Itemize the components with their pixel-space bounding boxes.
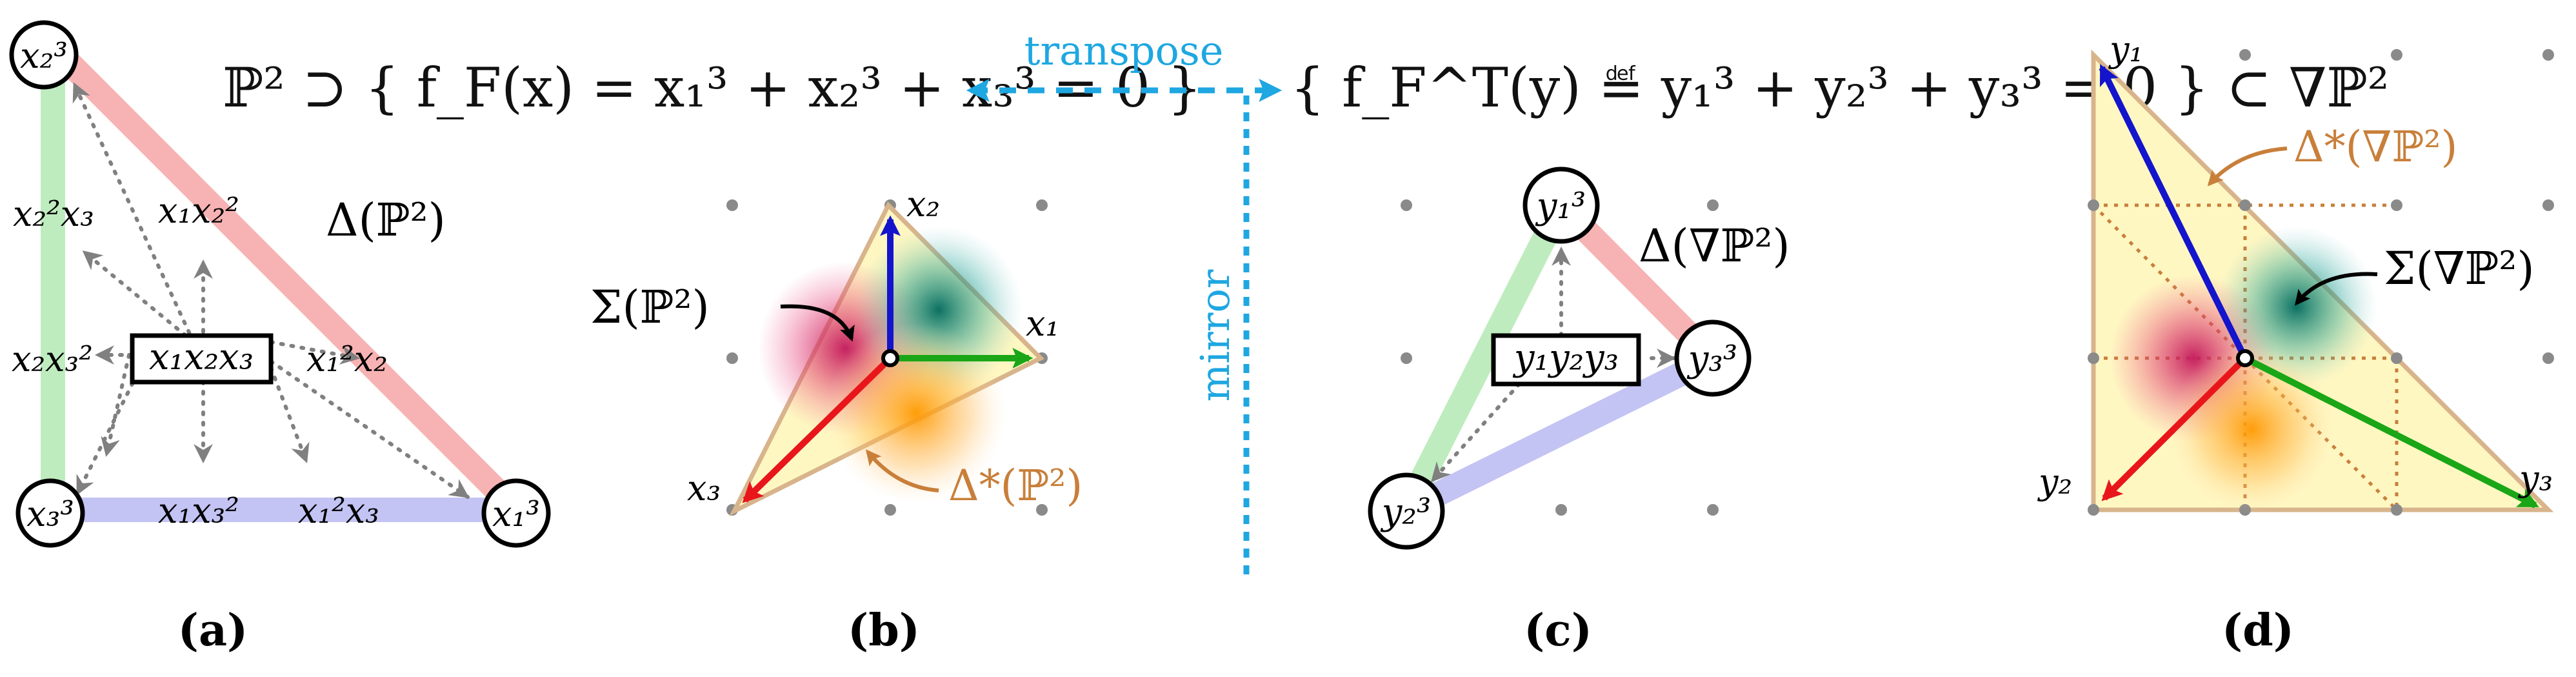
dot bbox=[726, 199, 738, 211]
dotted-arrows-c bbox=[1430, 247, 1676, 483]
dot bbox=[1707, 199, 1719, 211]
center-monomial: x₁x₂x₃ bbox=[149, 336, 254, 378]
panel-c: y₁y₂y₃ y₁³ y₃³ y₂³ Δ(∇ℙ²) (c) bbox=[1368, 167, 1790, 656]
caption-d: (d) bbox=[2222, 605, 2294, 656]
center-monomial-c: y₁y₂y₃ bbox=[1512, 337, 1619, 379]
panel-d: y₁ y₂ y₃ Δ*(∇ℙ²) Σ(∇ℙ²) (d) bbox=[2037, 29, 2554, 656]
dot bbox=[1401, 352, 1412, 364]
dot bbox=[2239, 49, 2251, 61]
arrow-to-y2 bbox=[1430, 382, 1521, 483]
vertex-circle-left bbox=[15, 478, 85, 548]
edge-green-c bbox=[1395, 199, 1572, 516]
dot bbox=[2391, 504, 2402, 516]
dot bbox=[884, 504, 896, 516]
dot bbox=[2542, 49, 2554, 61]
fan-pointer-b bbox=[780, 304, 855, 342]
origin-d bbox=[2236, 349, 2254, 367]
arrow-to-x2-cubed bbox=[72, 82, 195, 344]
lattice-dots-d bbox=[2088, 49, 2554, 516]
dot bbox=[2088, 199, 2099, 211]
vertex-label-y1-cubed: y₁³ bbox=[1535, 185, 1586, 227]
ray-label-y3: y₃ bbox=[2518, 458, 2553, 499]
vertex-label-x2-cubed: x₂³ bbox=[20, 35, 68, 76]
arrow-to-x1sq-x2 bbox=[269, 340, 360, 365]
ray-y2-red bbox=[2101, 356, 2248, 501]
polytope-label-c: Δ(∇ℙ²) bbox=[1639, 219, 1790, 272]
dot bbox=[2088, 352, 2099, 364]
arrow-to-x2-x3sq bbox=[101, 353, 131, 457]
panel-b: x₂ x₁ x₃ Σ(ℙ²) Δ*(ℙ²) (b) bbox=[590, 184, 1083, 656]
dual-pointer-d bbox=[2207, 147, 2288, 187]
ray-y3-green bbox=[2243, 355, 2539, 509]
dot bbox=[1401, 199, 1412, 211]
monomial-x2sq-x3: x₂²x₃ bbox=[13, 194, 94, 234]
dot bbox=[2088, 504, 2099, 516]
vertex-label-y3-cubed: y₃³ bbox=[1686, 338, 1738, 380]
vertex-label-x3-cubed: x₃³ bbox=[26, 494, 74, 534]
arrow-to-x1-cubed bbox=[269, 359, 470, 499]
dot bbox=[2542, 352, 2554, 364]
dual-label-d: Δ*(∇ℙ²) bbox=[2293, 122, 2457, 172]
right-equation: { f_F^T(y) ≝ y₁³ + y₂³ + y₃³ = 0 } ⊂ ∇ℙ² bbox=[1290, 56, 2389, 119]
dot bbox=[2391, 352, 2402, 364]
dot bbox=[1555, 504, 1567, 516]
ray-label-x1: x₁ bbox=[1026, 303, 1059, 344]
transpose-label: transpose bbox=[1024, 27, 1224, 74]
polytope-label-a: Δ(ℙ²) bbox=[326, 194, 446, 247]
ray-label-x2: x₂ bbox=[906, 184, 940, 225]
vertex-circle-y3 bbox=[1674, 319, 1752, 397]
dot bbox=[2542, 199, 2554, 211]
center-box bbox=[130, 333, 274, 385]
vertex-label-x1-cubed: x₁³ bbox=[492, 494, 540, 534]
mirror-label: mirror bbox=[1192, 269, 1239, 401]
edge-blue-c bbox=[1401, 347, 1719, 521]
fan-label-d: Σ(∇ℙ²) bbox=[2384, 242, 2535, 295]
arrow-to-x1sq-x3 bbox=[269, 366, 310, 463]
panel-a: x₂³ x₃³ x₁³ x₁x₂x₃ x₂²x₃ x₁x₂² x₂x₃² x₁²… bbox=[9, 20, 551, 656]
dot bbox=[726, 352, 738, 364]
dot bbox=[2391, 199, 2402, 211]
caption-c: (c) bbox=[1524, 605, 1592, 656]
vertex-circle-right bbox=[481, 478, 551, 548]
ray-y1-blue bbox=[2099, 64, 2248, 360]
edge-red bbox=[52, 46, 525, 519]
cone-shading-orange-d bbox=[2168, 345, 2335, 513]
sub-line bbox=[2244, 357, 2398, 511]
ray-label-y1: y₁ bbox=[2108, 29, 2143, 70]
ray-label-y2: y₂ bbox=[2037, 461, 2072, 502]
fan-pointer-d bbox=[2294, 272, 2378, 306]
dot bbox=[2391, 49, 2402, 61]
monomial-x1sq-x2: x₁²x₂ bbox=[306, 339, 388, 379]
vertex-circle-y1 bbox=[1523, 167, 1600, 244]
dot bbox=[2239, 199, 2251, 211]
ray-label-x3: x₃ bbox=[687, 468, 721, 509]
dual-pointer-b bbox=[865, 449, 939, 492]
vertex-circle-top bbox=[9, 20, 79, 90]
monomial-x1sq-x3: x₁²x₃ bbox=[298, 490, 379, 531]
dotted-arrows bbox=[72, 82, 470, 499]
fan-label-b: Σ(ℙ²) bbox=[590, 281, 710, 334]
caption-a: (a) bbox=[178, 605, 248, 656]
vertex-label-y2-cubed: y₂³ bbox=[1380, 491, 1432, 533]
ray-x3-red bbox=[742, 356, 893, 503]
monomial-x1-x2sq: x₁x₂² bbox=[158, 190, 239, 231]
vertex-circle-y2 bbox=[1368, 472, 1445, 550]
lattice-dots-c bbox=[1401, 199, 1719, 516]
arrow-to-x3-cubed bbox=[75, 363, 144, 496]
arrow-to-x2sq-x3 bbox=[82, 250, 195, 344]
origin-b bbox=[881, 349, 899, 367]
monomial-x2-x3sq: x₂x₃² bbox=[12, 339, 93, 379]
dot bbox=[1036, 199, 1048, 211]
dot bbox=[1036, 504, 1048, 516]
monomial-x1-x3sq: x₁x₃² bbox=[158, 490, 239, 531]
dot bbox=[1707, 504, 1719, 516]
caption-b: (b) bbox=[848, 605, 920, 656]
dual-label-b: Δ*(ℙ²) bbox=[948, 461, 1083, 510]
center-box-c bbox=[1491, 333, 1641, 387]
